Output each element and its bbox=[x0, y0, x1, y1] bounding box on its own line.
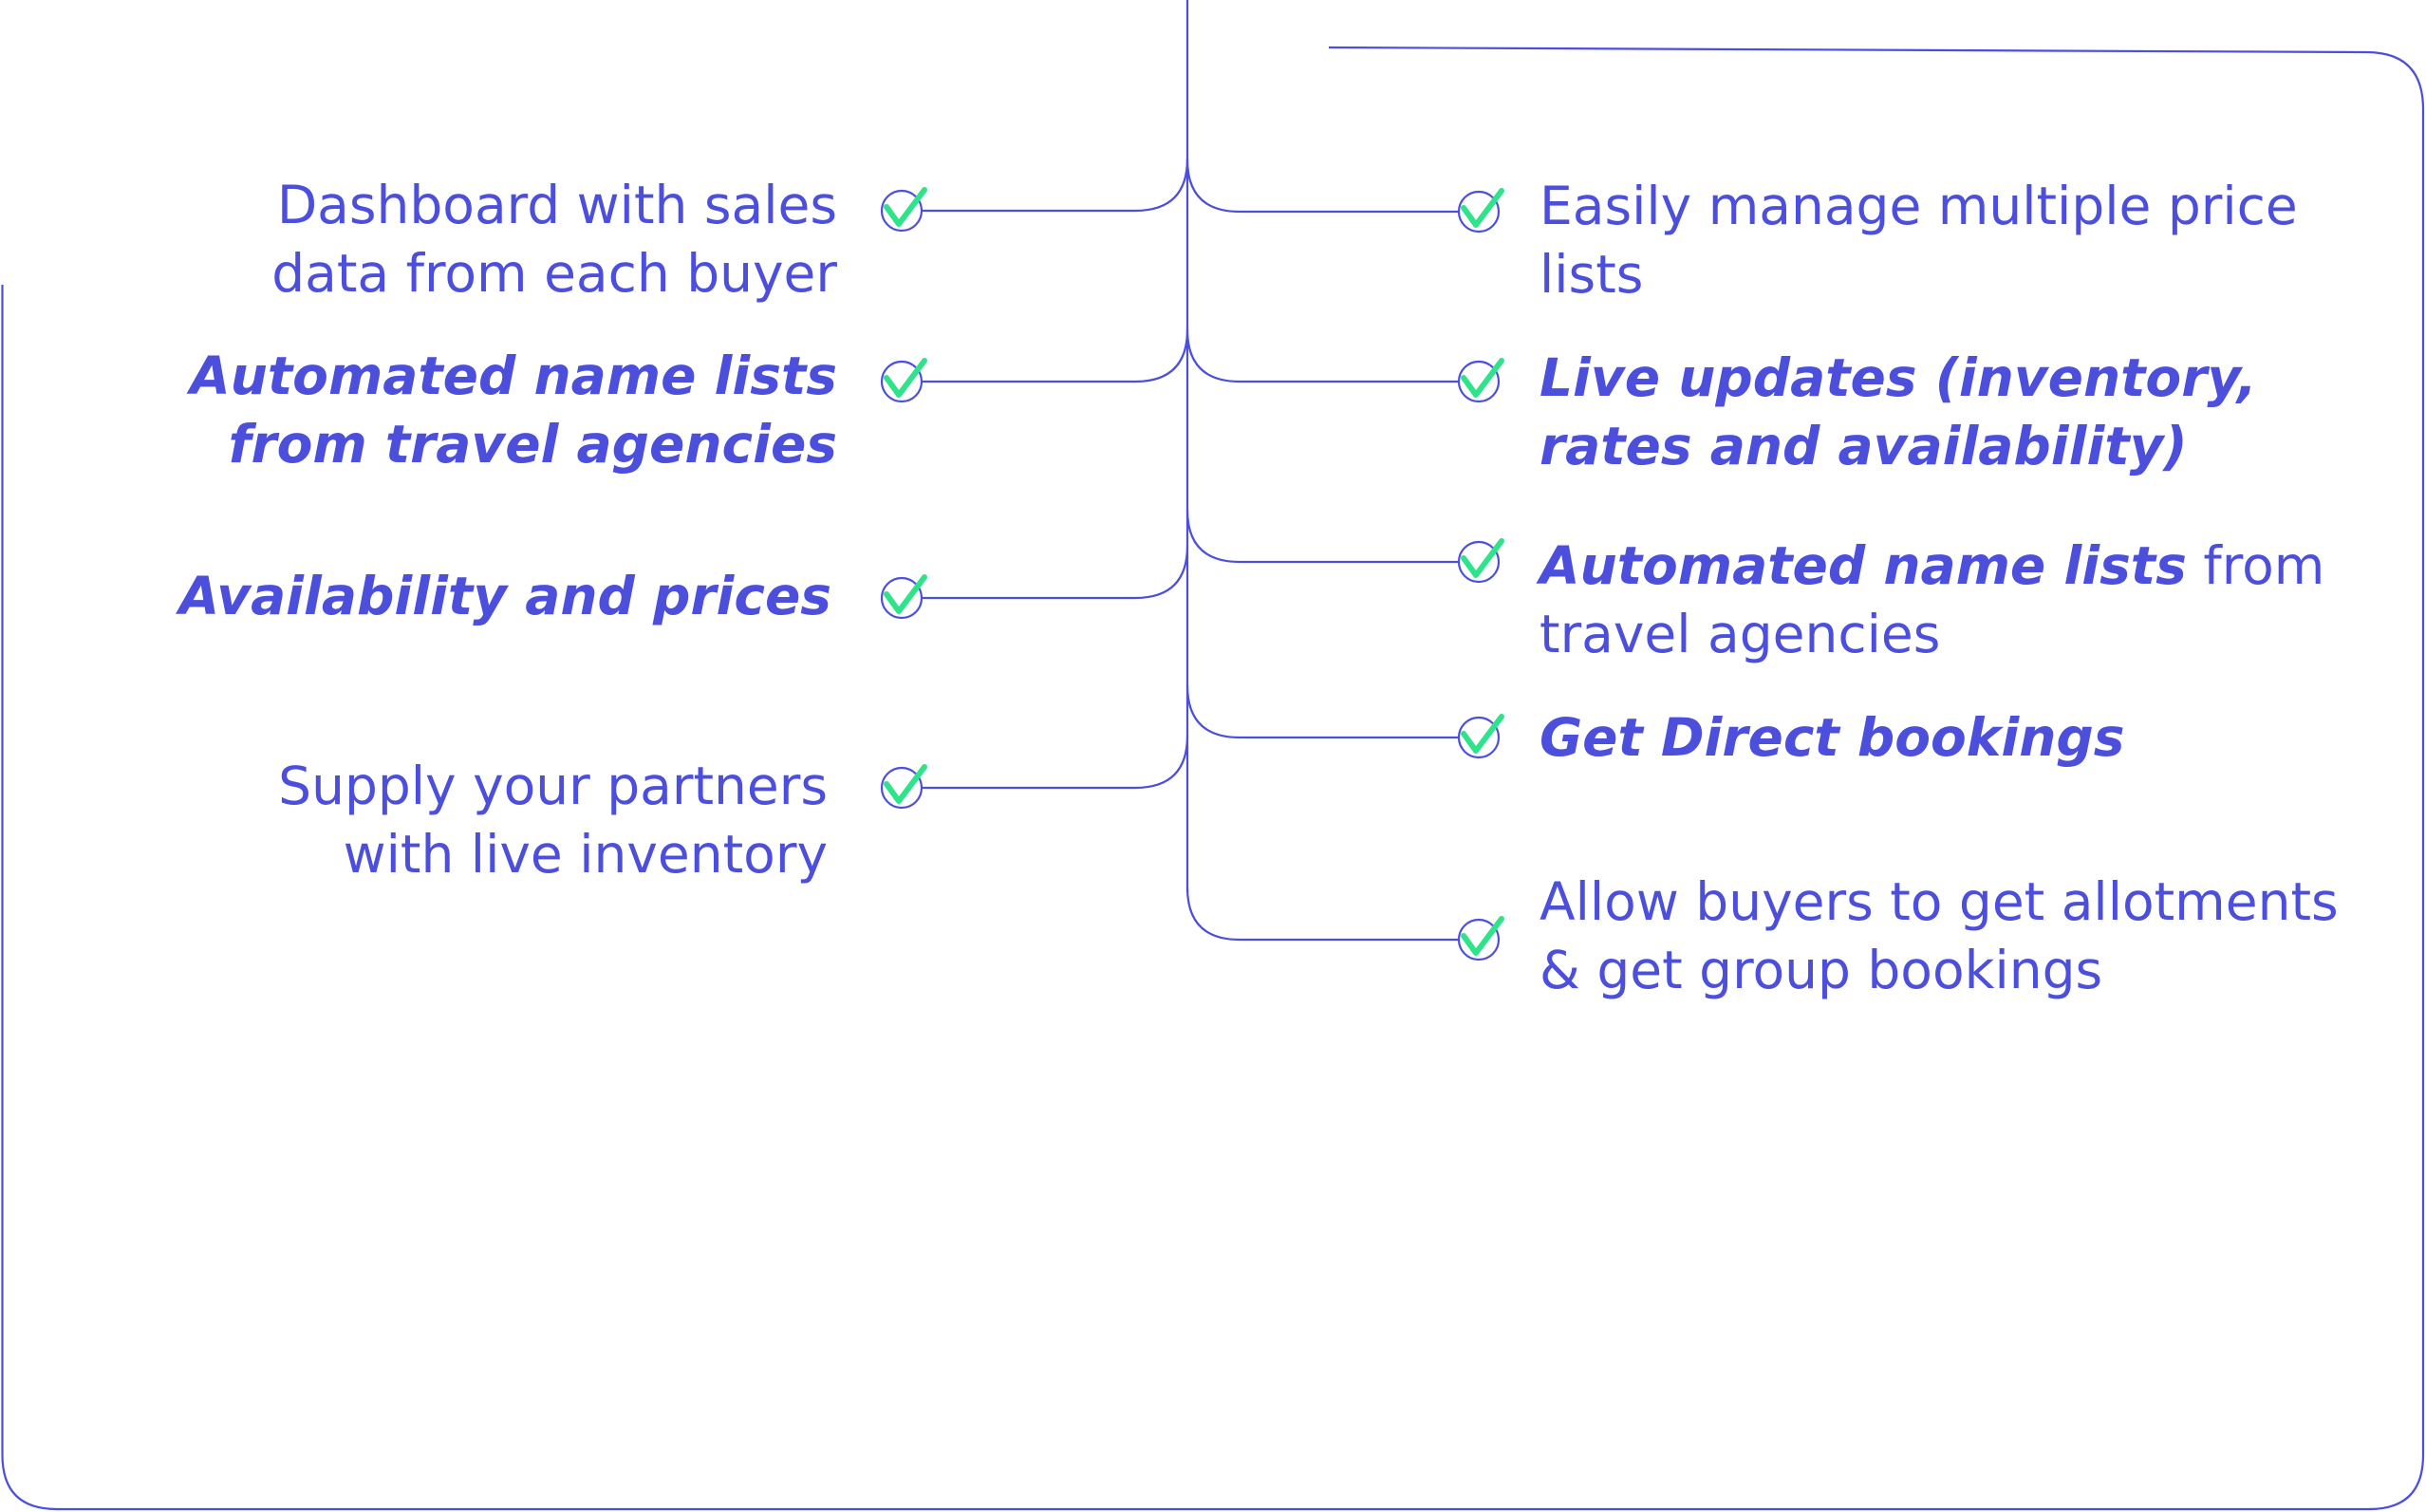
label-text: data from each buyer bbox=[271, 243, 837, 304]
label-line: from travel agencies bbox=[116, 410, 837, 478]
check-mark bbox=[884, 358, 927, 398]
check-circle bbox=[880, 766, 924, 810]
label-line: rates and availability) bbox=[1540, 412, 2394, 480]
check-mark bbox=[884, 764, 927, 804]
label-text: Dashboard with sales bbox=[276, 175, 837, 235]
label-text: & get group bookings bbox=[1540, 940, 2103, 1000]
label-text-emphasis: from travel agencies bbox=[228, 414, 837, 475]
right-feature-label-4: Get Direct bookings bbox=[1540, 703, 2394, 772]
label-text: Easily manage multiple price bbox=[1540, 176, 2298, 236]
check-circle bbox=[880, 189, 924, 233]
check-mark bbox=[1461, 916, 1504, 956]
check-circle-icon bbox=[1457, 538, 1504, 584]
check-circle bbox=[1457, 716, 1501, 759]
label-text: with live inventory bbox=[343, 824, 828, 885]
label-line: data from each buyer bbox=[116, 239, 837, 308]
right-branch-4 bbox=[1185, 684, 1458, 739]
check-mark bbox=[1461, 714, 1504, 754]
check-mark bbox=[1461, 538, 1504, 578]
left-branch-1 bbox=[923, 158, 1189, 213]
label-line: & get group bookings bbox=[1540, 936, 2394, 1004]
check-circle-icon bbox=[880, 764, 927, 810]
right-branch-5 bbox=[1185, 887, 1458, 942]
label-line: Automated name lists bbox=[116, 342, 837, 410]
label-line: lists bbox=[1540, 240, 2394, 308]
left-branch-3 bbox=[923, 545, 1189, 600]
label-line: with live inventory bbox=[106, 820, 828, 888]
label-text-emphasis: Automated name lists bbox=[190, 345, 837, 406]
check-mark bbox=[884, 574, 927, 614]
check-circle-icon bbox=[880, 187, 927, 233]
check-circle bbox=[1457, 918, 1501, 961]
label-text: Allow buyers to get allotments bbox=[1540, 871, 2339, 932]
label-text: Supply your partners bbox=[278, 756, 828, 816]
check-circle bbox=[1457, 360, 1501, 403]
check-mark bbox=[884, 187, 927, 227]
label-text: lists bbox=[1540, 244, 1644, 305]
label-text: from bbox=[2186, 535, 2325, 596]
right-feature-label-2: Live updates (inventory, rates and availa… bbox=[1540, 344, 2394, 480]
left-feature-label-3: Availability and prices bbox=[110, 562, 831, 630]
check-circle bbox=[1457, 540, 1501, 584]
label-line: Dashboard with sales bbox=[116, 171, 837, 239]
check-circle-icon bbox=[1457, 916, 1504, 961]
label-line: Availability and prices bbox=[110, 562, 831, 630]
left-feature-label-2: Automated name lists from travel agencies bbox=[116, 342, 837, 478]
label-text-emphasis: rates and availability) bbox=[1540, 416, 2188, 476]
right-feature-label-5: Allow buyers to get allotments & get grou… bbox=[1540, 868, 2394, 1004]
left-feature-label-4: Supply your partners with live inventory bbox=[106, 752, 828, 888]
label-text-emphasis: Get Direct bookings bbox=[1540, 707, 2125, 768]
check-circle-icon bbox=[1457, 714, 1504, 759]
left-branch-2 bbox=[923, 328, 1189, 383]
check-circle bbox=[1457, 190, 1501, 233]
label-text-emphasis: Availability and prices bbox=[178, 566, 831, 626]
label-line: Automated name lists from bbox=[1540, 532, 2394, 600]
check-circle bbox=[880, 360, 924, 403]
right-branch-1 bbox=[1185, 159, 1458, 214]
label-line: Get Direct bookings bbox=[1540, 703, 2394, 772]
check-circle-icon bbox=[880, 574, 927, 620]
label-text-emphasis: Automated name lists bbox=[1540, 535, 2187, 596]
label-line: Supply your partners bbox=[106, 752, 828, 820]
label-text: travel agencies bbox=[1540, 604, 1941, 664]
label-line: Allow buyers to get allotments bbox=[1540, 868, 2394, 936]
right-branch-2 bbox=[1185, 328, 1458, 383]
check-circle-icon bbox=[880, 358, 927, 403]
left-feature-label-1: Dashboard with sales data from each buyer bbox=[116, 171, 837, 308]
right-branch-3 bbox=[1185, 509, 1458, 564]
label-line: Easily manage multiple price bbox=[1540, 172, 2394, 240]
left-branch-4 bbox=[923, 735, 1189, 790]
label-line: travel agencies bbox=[1540, 600, 2394, 668]
right-feature-label-1: Easily manage multiple price lists bbox=[1540, 172, 2394, 308]
outer-frame bbox=[1, 46, 2425, 1511]
check-circle bbox=[880, 576, 924, 620]
check-mark bbox=[1461, 188, 1504, 228]
check-circle-icon bbox=[1457, 358, 1504, 403]
check-mark bbox=[1461, 358, 1504, 398]
check-circle-icon bbox=[1457, 188, 1504, 233]
label-text-emphasis: Live updates (inventory, bbox=[1540, 347, 2257, 408]
label-line: Live updates (inventory, bbox=[1540, 344, 2394, 412]
